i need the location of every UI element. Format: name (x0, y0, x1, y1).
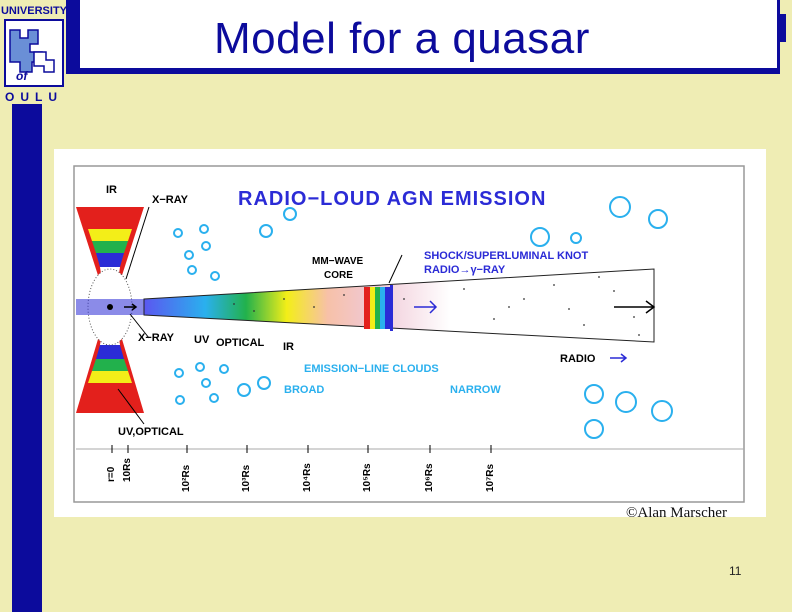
label-core: CORE (324, 270, 353, 281)
university-logo: UNIVERSITY of OULU (0, 0, 68, 104)
label-mm-wave: MM−WAVE (312, 256, 364, 267)
label-radio: RADIO (560, 353, 596, 365)
scale-axis (76, 445, 744, 453)
scale-tick-label: 10⁶Rs (424, 463, 435, 492)
agn-emission-diagram: IR X−RAY RADIO−LOUD AGN EMISSION MM−WAVE… (73, 165, 745, 503)
jet-speckle (233, 276, 640, 336)
pointer-lines (117, 206, 403, 425)
diagram-panel: IR X−RAY RADIO−LOUD AGN EMISSION MM−WAVE… (54, 149, 766, 517)
label-xray-bottom: X−RAY (138, 332, 175, 344)
scale-tick-label: 10⁴Rs (302, 463, 313, 492)
scale-tick-label: 10⁷Rs (485, 464, 496, 492)
scale-tick-label: 10³Rs (241, 464, 252, 492)
logo-university-text: UNIVERSITY (1, 5, 68, 17)
scale-tick-label: 10Rs (122, 458, 133, 482)
diagram-heading: RADIO−LOUD AGN EMISSION (238, 188, 546, 210)
scale-tick-label: r=0 (106, 466, 117, 482)
radio-arrow (610, 353, 628, 363)
logo-oulu-text: OULU (5, 90, 63, 104)
scale-tick-label: 10²Rs (181, 464, 192, 492)
shock-knot (364, 285, 393, 331)
page-number: 11 (729, 564, 742, 578)
label-uv: UV (194, 334, 210, 346)
label-broad: BROAD (284, 384, 324, 396)
label-shock: SHOCK/SUPERLUMINAL KNOT (424, 250, 588, 262)
title-accent-mark (780, 14, 786, 42)
jet-arrows (124, 300, 656, 314)
slide-title: Model for a quasar (214, 14, 590, 63)
label-narrow: NARROW (450, 384, 501, 396)
logo-of-text: of (16, 69, 28, 83)
label-xray-top: X−RAY (152, 194, 189, 206)
label-ir-jet: IR (283, 341, 294, 353)
label-emission-line: EMISSION−LINE CLOUDS (304, 363, 439, 375)
jet-cone (143, 268, 655, 343)
left-accent-bar (12, 104, 42, 612)
scale-tick-label: 10⁵Rs (362, 463, 373, 492)
emission-line-clouds (173, 196, 673, 439)
label-radio-gamma: RADIO→γ−RAY (424, 264, 506, 276)
image-credit: ©Alan Marscher (626, 505, 727, 521)
label-uv-optical: UV,OPTICAL (118, 426, 184, 438)
label-optical: OPTICAL (216, 337, 265, 349)
label-ir: IR (106, 184, 117, 196)
title-panel (80, 0, 777, 68)
